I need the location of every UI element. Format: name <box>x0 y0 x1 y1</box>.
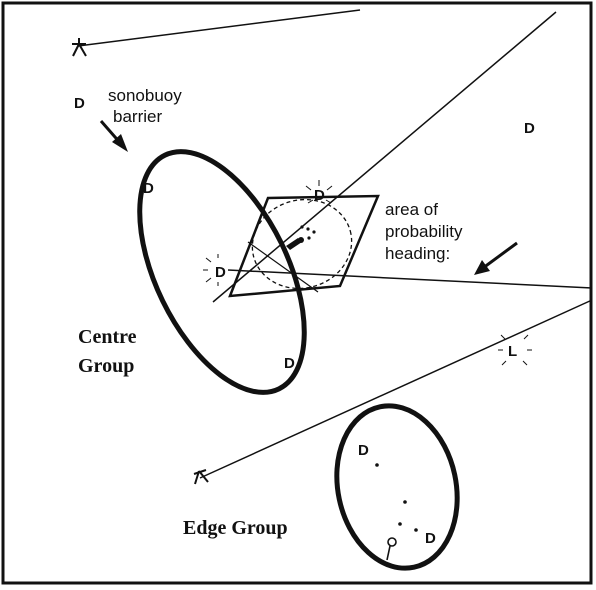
probability-area-arrow <box>474 241 518 275</box>
active-buoy-burst-top <box>305 180 333 204</box>
sonobuoy-symbol-probability-top: D <box>314 187 325 204</box>
track-line-lower <box>199 299 593 479</box>
probability-area-parallelogram <box>228 194 380 298</box>
aircraft-marker-lower <box>193 469 209 485</box>
sonobuoy-symbol-top-left: D <box>74 95 85 112</box>
bearing-line-horizontal <box>227 269 593 289</box>
centre-group-barrier-ellipse <box>137 149 307 395</box>
sonobuoy-barrier-arrow <box>99 120 128 152</box>
sonobuoy-symbol-top-right: D <box>524 120 535 137</box>
bearing-line-short <box>247 241 319 293</box>
label-sonobuoy-line1: sonobuoy <box>108 86 182 105</box>
edge-group-barrier-ellipse <box>334 403 460 571</box>
sonobuoy-symbol-edge-lower: D <box>425 530 436 547</box>
track-line-top <box>77 9 361 47</box>
sensor-symbol-right: L <box>508 343 517 360</box>
sonobuoy-symbol-edge-upper: D <box>358 442 369 459</box>
sonobuoy-symbol-centre-upper: D <box>143 180 154 197</box>
label-centre-line2: Group <box>78 355 134 377</box>
aircraft-marker-top <box>72 38 87 57</box>
label-area-line2: probability <box>385 222 463 241</box>
contact-track <box>286 225 316 250</box>
edge-group-contact-dots <box>375 463 418 532</box>
label-centre-line1: Centre <box>78 326 137 348</box>
probability-area-dashed-ellipse <box>251 198 353 290</box>
label-area-line1: area of <box>385 200 438 219</box>
sonobuoy-symbol-centre-middle: D <box>215 264 226 281</box>
label-area-line3: heading: <box>385 244 450 263</box>
label-sonobuoy-line2: barrier <box>113 107 162 126</box>
bearing-line-diagonal <box>212 11 557 303</box>
label-edge-group: Edge Group <box>183 517 288 539</box>
active-buoy-burst-right <box>498 334 532 366</box>
edge-group-entry-marker <box>386 537 397 561</box>
active-buoy-burst-left <box>203 254 219 286</box>
sonobuoy-symbol-centre-lower: D <box>284 355 295 372</box>
